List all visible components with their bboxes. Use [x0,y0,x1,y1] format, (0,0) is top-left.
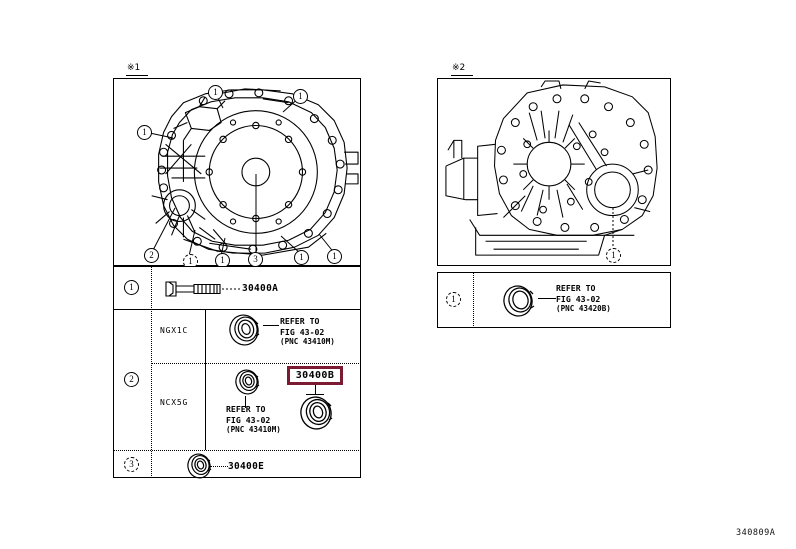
right-parts-table [437,272,671,328]
oil-seal-icon [503,285,535,317]
left-drawing-panel [113,78,361,266]
row-3-refer-line3: (PNC 43410M) [226,425,281,434]
row-1-part-number[interactable]: 30400A [242,283,279,294]
row-2-refer-line1: REFER TO [280,316,320,326]
row-2-refer-note: REFER TO FIG 43-02 (PNC 43410M) [280,316,335,348]
right-refer-line2: FIG 43-02 [556,293,601,304]
highlight-leader-line [315,385,316,394]
drawing-reference-code: 340809A [736,528,776,538]
section-marker-1-underline [126,75,148,76]
right-table-col-divider [473,272,474,328]
callout-2a: 2 [144,248,159,263]
left-table-top-border [113,266,361,267]
callout-right-1: 1 [606,248,621,263]
right-row-1-leader-line [538,298,556,299]
callout-1g: 1 [327,249,342,264]
highlight-leader-cross [306,394,324,395]
left-table-col-1-divider [151,266,152,478]
right-drawing-panel [437,78,671,266]
left-table-rule-1 [113,309,361,310]
section-marker-1: ※1 [127,63,141,73]
callout-3a: 3 [248,252,263,267]
left-table-col-2-divider [205,309,206,450]
row-4-callout: 3 [124,457,139,472]
bolt-icon [165,281,242,297]
transaxle-housing-drawing [151,88,359,256]
row-2-refer-line2: FIG 43-02 [280,326,325,337]
callout-1b: 1 [293,89,308,104]
callout-1c: 1 [137,125,152,140]
right-refer-line1: REFER TO [556,283,596,293]
row-3-transmission-code: NCX5G [160,398,189,407]
section-marker-2: ※2 [452,63,466,73]
right-row-1-refer-note: REFER TO FIG 43-02 (PNC 43420B) [556,283,611,315]
callout-1f: 1 [294,250,309,265]
row-1-callout: 1 [124,280,139,295]
row-2-transmission-code: NGX1C [160,326,189,335]
row-2-refer-line3: (PNC 43410M) [280,337,335,346]
row-3-refer-line1: REFER TO [226,404,266,414]
row-4-leader-line [210,466,228,467]
oil-seal-icon [229,314,260,346]
left-table-rule-2 [151,363,361,364]
oil-seal-icon [300,396,333,430]
section-marker-2-underline [451,75,473,76]
row-2-callout: 2 [124,372,139,387]
highlighted-part-number[interactable]: 30400B [287,366,343,385]
row-3-refer-line2: FIG 43-02 [226,414,271,425]
transaxle-case-drawing [445,80,658,256]
right-refer-line3: (PNC 43420B) [556,304,611,313]
row-3-leader-line [245,396,246,408]
right-row-1-callout: 1 [446,292,461,307]
left-table-rule-3 [113,450,361,451]
callout-1a: 1 [208,85,223,100]
row-3-refer-note: REFER TO FIG 43-02 (PNC 43410M) [226,404,281,436]
oil-seal-icon [235,369,260,395]
oil-seal-icon [187,453,212,479]
row-2-leader-line [263,325,279,326]
row-4-part-number[interactable]: 30400E [228,461,265,472]
